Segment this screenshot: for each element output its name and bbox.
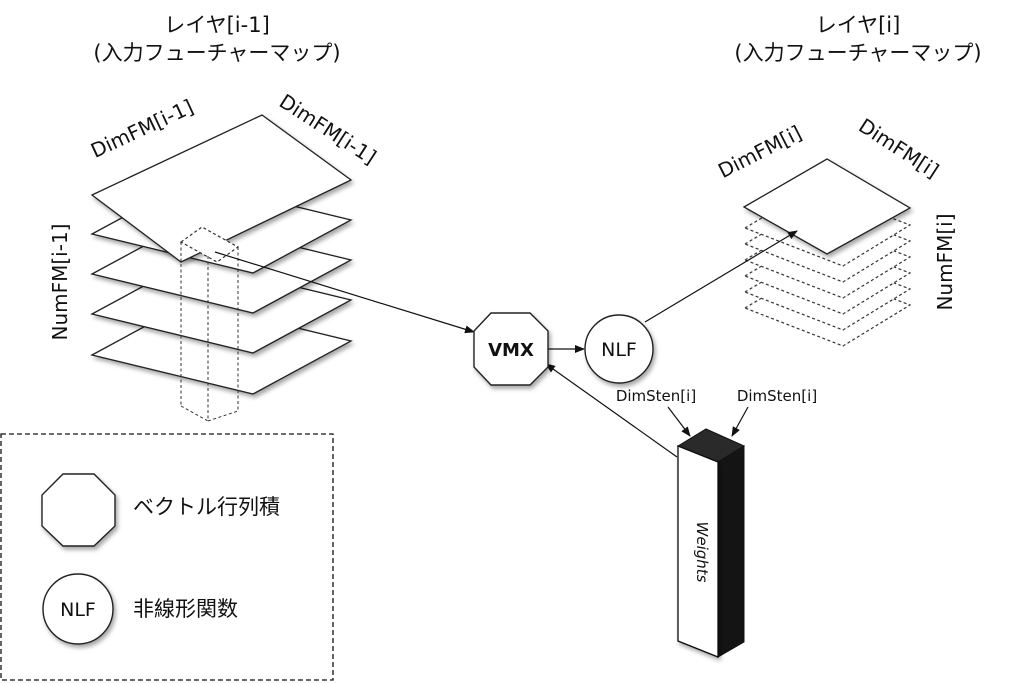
octagon-icon — [473, 312, 549, 386]
legend-border — [0, 433, 334, 681]
weights-block: DimSten[i] DimSten[i] Weights — [616, 387, 817, 658]
prev-layer-subtitle: (入力フューチャーマップ) — [93, 41, 340, 65]
prev-dim-left-label: DimFM[i-1] — [87, 94, 197, 162]
dimsten-right-label: DimSten[i] — [737, 387, 817, 405]
nlf-node: NLF — [584, 314, 654, 384]
weights-side-face — [717, 445, 745, 658]
next-layer-title: レイヤ[i] — [816, 13, 901, 37]
legend-circle-label: 非線形関数 — [133, 597, 238, 621]
legend-octagon-label: ベクトル行列積 — [133, 495, 280, 519]
dimsten-left-label: DimSten[i] — [616, 387, 696, 405]
vmx-label: VMX — [488, 340, 534, 361]
input-to-vmx-arrow — [214, 251, 475, 334]
octagon-icon — [41, 473, 116, 547]
receptive-column-edge — [207, 410, 239, 422]
next-feature-map-1 — [742, 158, 912, 255]
circle-icon — [584, 314, 654, 384]
weights-front-face — [677, 445, 719, 658]
vmx-node: VMX — [473, 312, 549, 386]
prev-num-label: NumFM[i-1] — [48, 224, 72, 341]
legend: ベクトル行列積 NLF 非線形関数 — [0, 433, 334, 681]
receptive-column-edge — [180, 405, 209, 422]
next-dim-left-label: DimFM[i] — [714, 121, 805, 183]
weights-to-vmx-arrow — [545, 363, 678, 458]
nlf-label: NLF — [601, 339, 637, 361]
prev-layer-stack: レイヤ[i-1] (入力フューチャーマップ) DimFM[i-1] DimFM[… — [48, 13, 381, 422]
weights-label: Weights — [693, 522, 711, 583]
circle-icon — [42, 573, 114, 645]
next-layer-stack: レイヤ[i] (入力フューチャーマップ) DimFM[i] DimFM[i] N… — [714, 13, 982, 347]
next-num-label: NumFM[i] — [933, 213, 957, 310]
dimsten-left-arrow — [667, 406, 691, 437]
next-dim-right-label: DimFM[i] — [854, 113, 943, 182]
legend-circle-symbol: NLF — [60, 599, 96, 621]
dimsten-right-arrow — [731, 406, 749, 437]
nlf-to-output-arrow — [644, 230, 798, 323]
prev-layer-title: レイヤ[i-1] — [164, 13, 270, 37]
prev-feature-map-1 — [90, 114, 353, 263]
next-layer-subtitle: (入力フューチャーマップ) — [734, 41, 981, 65]
